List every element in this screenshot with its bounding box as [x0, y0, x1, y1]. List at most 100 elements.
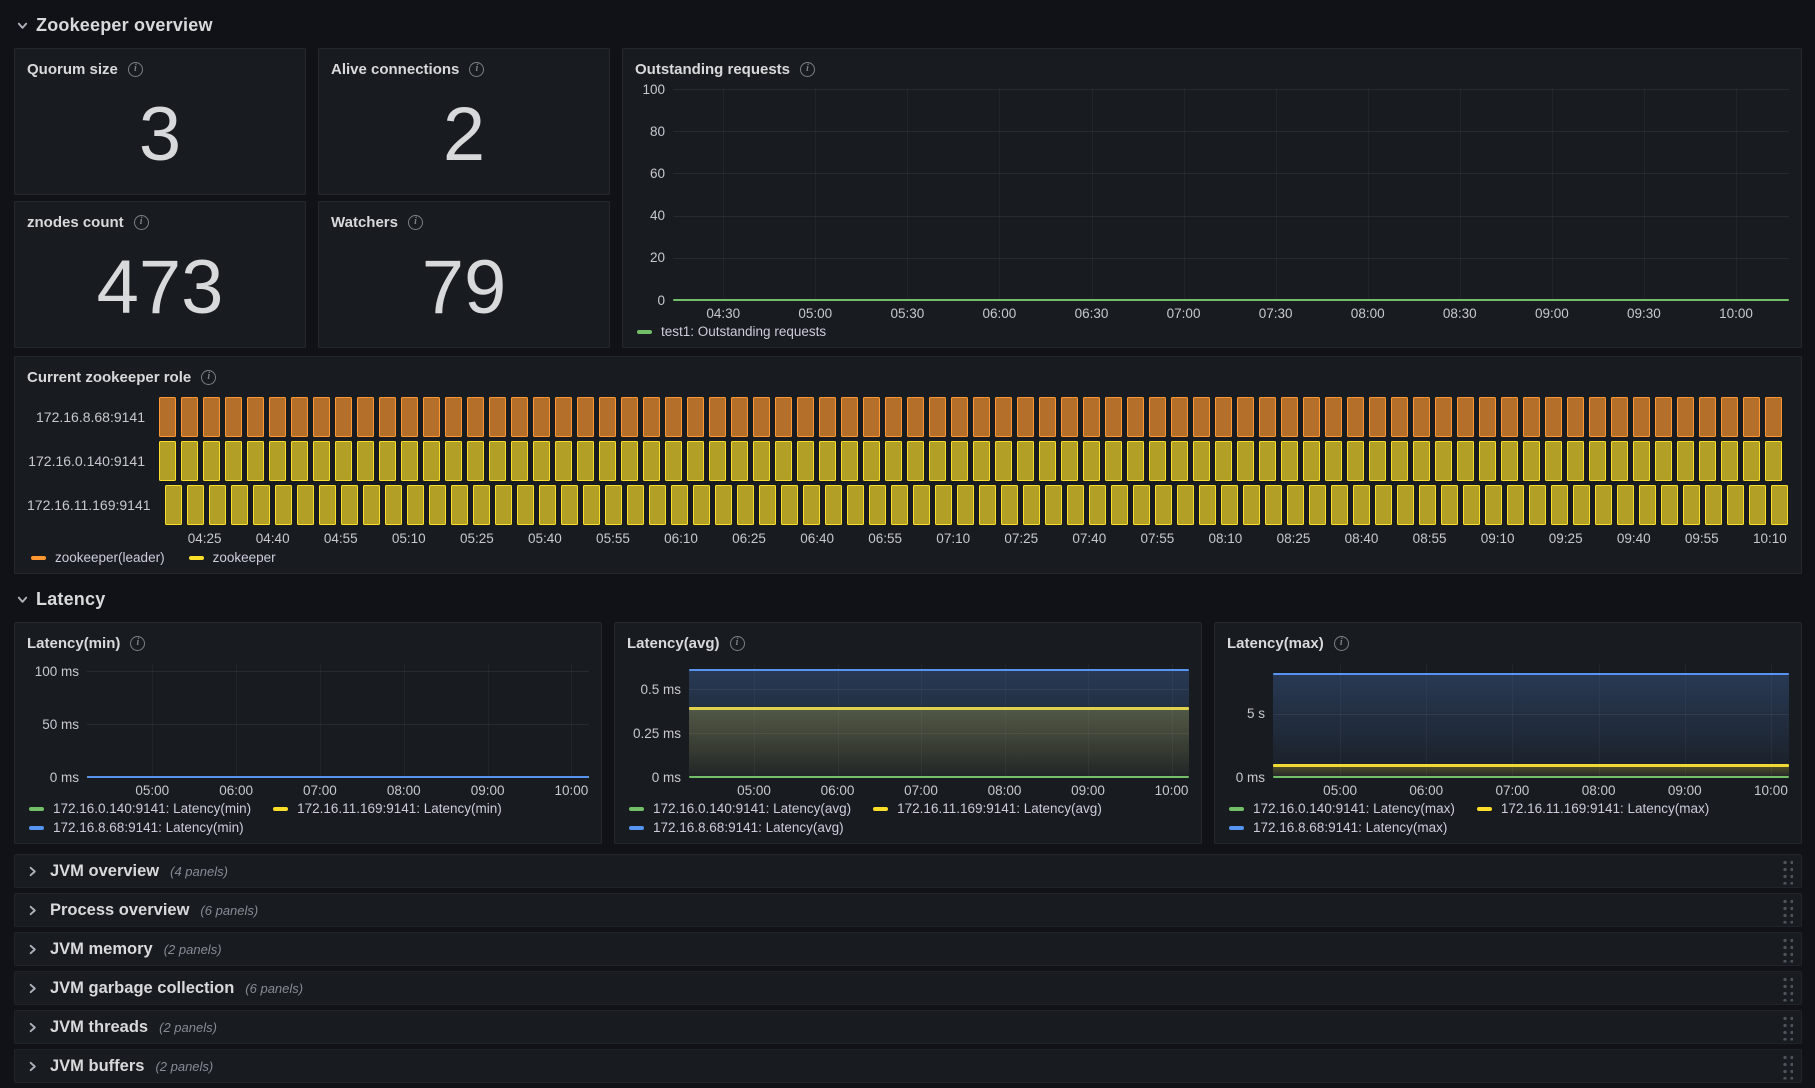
state-bar	[1594, 485, 1612, 525]
info-icon[interactable]	[800, 61, 816, 77]
gridline-horizontal	[87, 671, 589, 673]
legend-item[interactable]: 172.16.8.68:9141: Latency(max)	[1229, 820, 1447, 835]
state-bar	[181, 397, 198, 437]
state-bar	[1413, 397, 1430, 437]
panel-header[interactable]: Alive connections	[319, 49, 609, 83]
panel-header[interactable]: Current zookeeper role	[15, 357, 1801, 391]
legend-marker-icon	[188, 555, 204, 560]
section-row-jvm-buffers[interactable]: JVM buffers(2 panels)	[14, 1049, 1802, 1083]
state-bar	[335, 441, 352, 481]
state-bar	[445, 441, 462, 481]
legend-label: 172.16.8.68:9141: Latency(max)	[1253, 820, 1448, 835]
drag-handle-icon[interactable]	[1780, 974, 1793, 1002]
state-bar	[533, 441, 550, 481]
info-icon[interactable]	[469, 61, 485, 77]
y-axis-label: 50 ms	[42, 716, 79, 732]
drag-handle-icon[interactable]	[1780, 1052, 1793, 1080]
info-icon[interactable]	[729, 635, 745, 651]
state-bar	[995, 397, 1012, 437]
gridline-vertical	[1459, 89, 1461, 300]
legend-item[interactable]: zookeeper(leader)	[31, 550, 165, 565]
legend-item[interactable]: 172.16.0.140:9141: Latency(max)	[1229, 801, 1455, 816]
legend-item[interactable]: 172.16.11.169:9141: Latency(max)	[1476, 801, 1709, 816]
panel-header[interactable]: Outstanding requests	[623, 49, 1801, 83]
state-bar	[225, 397, 242, 437]
panel-znodes-count: znodes count 473	[14, 201, 306, 348]
section-header-latency[interactable]: Latency	[16, 584, 1802, 614]
legend-item[interactable]: 172.16.0.140:9141: Latency(avg)	[629, 801, 851, 816]
x-axis-label: 09:25	[1548, 531, 1583, 546]
state-bar	[1154, 485, 1172, 525]
drag-handle-icon[interactable]	[1780, 935, 1793, 963]
section-row-process-overview[interactable]: Process overview(6 panels)	[14, 893, 1802, 927]
section-row-title: JVM memory	[50, 939, 153, 958]
gridline-vertical	[1088, 663, 1089, 777]
section-row-title: JVM threads	[50, 1017, 149, 1036]
panel-header[interactable]: Latency(min)	[15, 623, 601, 657]
state-bar	[1440, 485, 1458, 525]
x-axis-label: 08:00	[386, 783, 421, 798]
state-bar	[929, 441, 946, 481]
gridline-vertical	[1091, 89, 1093, 300]
state-bar	[555, 397, 572, 437]
panel-title: Latency(min)	[27, 634, 121, 652]
state-bar	[313, 441, 330, 481]
gridline-vertical	[487, 663, 489, 777]
state-bar	[885, 441, 902, 481]
state-bar	[1325, 441, 1342, 481]
legend-label: 172.16.11.169:9141: Latency(min)	[297, 801, 502, 816]
state-bar	[1506, 485, 1524, 525]
drag-handle-icon[interactable]	[1780, 1013, 1793, 1041]
section-row-jvm-overview[interactable]: JVM overview(4 panels)	[14, 854, 1802, 888]
legend-item[interactable]: 172.16.8.68:9141: Latency(avg)	[629, 820, 844, 835]
section-header-zookeeper-overview[interactable]: Zookeeper overview	[16, 10, 1802, 40]
chart-legend: zookeeper(leader) zookeeper	[27, 546, 1789, 565]
legend-item[interactable]: 172.16.0.140:9141: Latency(min)	[29, 801, 251, 816]
info-icon[interactable]	[130, 635, 146, 651]
legend-item[interactable]: 172.16.8.68:9141: Latency(min)	[29, 820, 244, 835]
gridline-horizontal	[673, 257, 1789, 259]
section-row-jvm-memory[interactable]: JVM memory(2 panels)	[14, 932, 1802, 966]
legend-item[interactable]: test1: Outstanding requests	[637, 324, 826, 339]
drag-handle-icon[interactable]	[1780, 857, 1793, 885]
chevron-down-icon	[16, 593, 29, 606]
top-panel-grid: Quorum size 3 Alive connections 2 Outsta…	[14, 48, 1802, 348]
timeline-track	[159, 397, 1789, 437]
state-bar	[274, 485, 292, 525]
x-axis-label: 10:00	[1154, 783, 1189, 798]
panel-header[interactable]: Latency(avg)	[615, 623, 1201, 657]
state-bar	[1567, 397, 1584, 437]
state-bar	[604, 485, 622, 525]
state-bar	[819, 441, 836, 481]
legend-item[interactable]: 172.16.11.169:9141: Latency(min)	[273, 801, 502, 816]
state-bar	[692, 485, 710, 525]
y-axis-label: 0.5 ms	[640, 681, 681, 697]
state-bar	[1413, 441, 1430, 481]
state-bar	[1308, 485, 1326, 525]
section-row-jvm-garbage-collection[interactable]: JVM garbage collection(6 panels)	[14, 971, 1802, 1005]
x-axis-label: 04:30	[706, 306, 741, 321]
legend-item[interactable]: 172.16.11.169:9141: Latency(avg)	[873, 801, 1102, 816]
drag-handle-icon[interactable]	[1780, 896, 1793, 924]
info-icon[interactable]	[201, 369, 217, 385]
panel-header[interactable]: znodes count	[15, 202, 305, 236]
legend-item[interactable]: zookeeper	[188, 550, 276, 565]
state-bar	[1391, 397, 1408, 437]
info-icon[interactable]	[407, 214, 423, 230]
section-row-jvm-threads[interactable]: JVM threads(2 panels)	[14, 1010, 1802, 1044]
info-icon[interactable]	[127, 61, 143, 77]
panel-header[interactable]: Latency(max)	[1215, 623, 1801, 657]
panel-header[interactable]: Watchers	[319, 202, 609, 236]
info-icon[interactable]	[133, 214, 149, 230]
state-bar	[863, 397, 880, 437]
gridline-vertical	[1512, 663, 1514, 777]
state-bar	[973, 441, 990, 481]
series-line	[673, 298, 1789, 301]
series-line	[689, 668, 1189, 672]
panel-header[interactable]: Quorum size	[15, 49, 305, 83]
timeline-track	[164, 485, 1789, 525]
state-bar	[577, 397, 594, 437]
info-icon[interactable]	[1333, 635, 1349, 651]
state-bar	[1105, 441, 1122, 481]
